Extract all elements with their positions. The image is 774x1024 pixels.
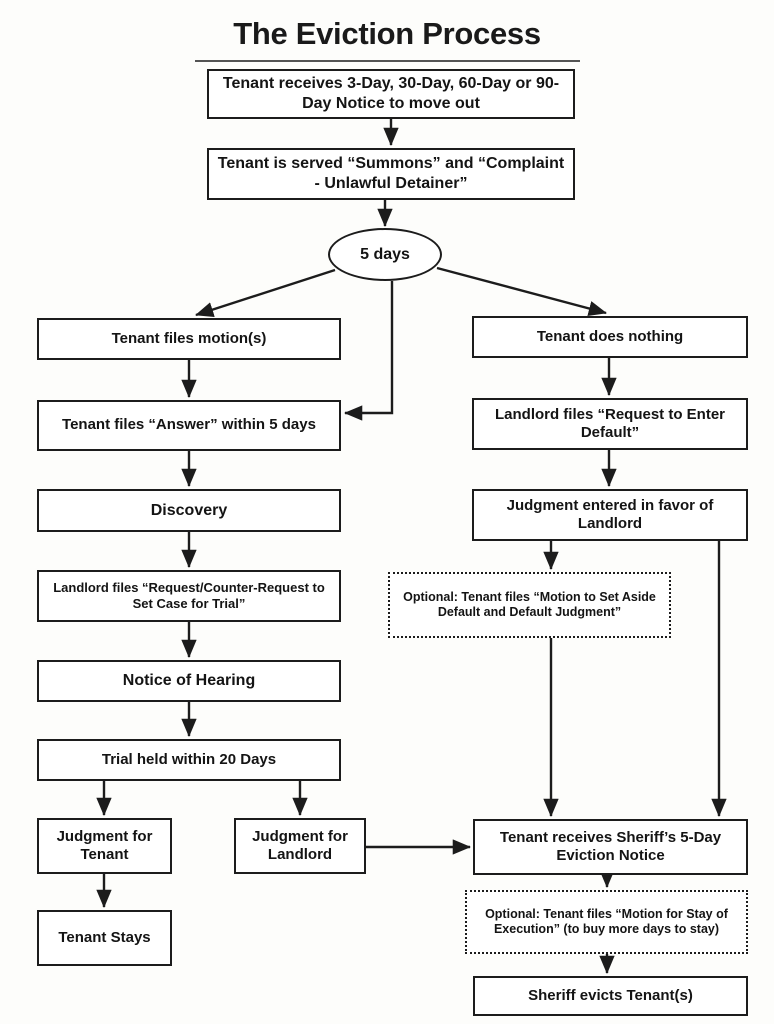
node-tenant-files-motions[interactable]: Tenant files motion(s): [37, 318, 341, 360]
node-sheriff-5-day-eviction-notice[interactable]: Tenant receives Sheriff’s 5-Day Eviction…: [473, 819, 748, 875]
node-trial-held-20-days[interactable]: Trial held within 20 Days: [37, 739, 341, 781]
node-tenant-files-answer[interactable]: Tenant files “Answer” within 5 days: [37, 400, 341, 451]
page-title: The Eviction Process: [233, 16, 541, 51]
edge-fivedays-to-filesmotions: [195, 268, 336, 317]
node-optional-motion-stay-execution[interactable]: Optional: Tenant files “Motion for Stay …: [465, 890, 748, 954]
edge-fivedays-to-filesanswer: [344, 281, 394, 421]
node-judgment-entered-favor-landlord[interactable]: Judgment entered in favor of Landlord: [472, 489, 748, 541]
node-discovery[interactable]: Discovery: [37, 489, 341, 532]
node-landlord-request-enter-default[interactable]: Landlord files “Request to Enter Default…: [472, 398, 748, 450]
edge-fivedays-to-doesnothing: [436, 266, 607, 316]
node-sheriff-evicts-tenants[interactable]: Sheriff evicts Tenant(s): [473, 976, 748, 1016]
node-tenant-stays[interactable]: Tenant Stays: [37, 910, 172, 966]
node-notice[interactable]: Tenant receives 3-Day, 30-Day, 60-Day or…: [207, 69, 575, 119]
node-summons[interactable]: Tenant is served “Summons” and “Complain…: [207, 148, 575, 200]
node-optional-motion-set-aside-default[interactable]: Optional: Tenant files “Motion to Set As…: [388, 572, 671, 638]
node-five-days[interactable]: 5 days: [328, 228, 442, 281]
node-tenant-does-nothing[interactable]: Tenant does nothing: [472, 316, 748, 358]
node-judgment-for-tenant[interactable]: Judgment for Tenant: [37, 818, 172, 874]
node-landlord-request-set-case-trial[interactable]: Landlord files “Request/Counter-Request …: [37, 570, 341, 622]
node-judgment-for-landlord[interactable]: Judgment for Landlord: [234, 818, 366, 874]
node-notice-of-hearing[interactable]: Notice of Hearing: [37, 660, 341, 702]
